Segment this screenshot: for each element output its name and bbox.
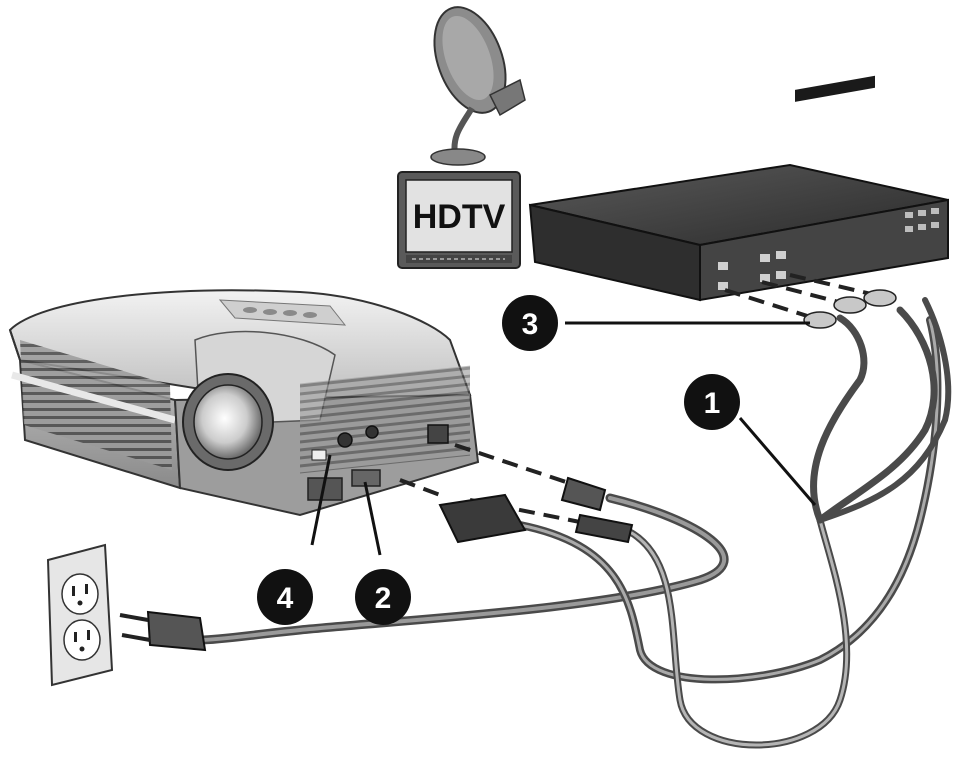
callout-2: 2 bbox=[355, 569, 411, 625]
audio-plug-connector bbox=[574, 513, 634, 544]
connection-dashes bbox=[399, 273, 881, 524]
cables bbox=[195, 297, 952, 749]
connectors bbox=[438, 289, 897, 544]
callout-4-label: 4 bbox=[277, 582, 294, 615]
source-device-box bbox=[528, 75, 949, 302]
callout-2-label: 2 bbox=[375, 582, 392, 615]
callout-1-label: 1 bbox=[704, 387, 721, 420]
power-inlet bbox=[427, 424, 449, 444]
callout-4: 4 bbox=[257, 569, 313, 625]
hdtv-set: HDTV bbox=[397, 171, 521, 269]
leader-lines bbox=[310, 321, 817, 556]
power-plug-connector bbox=[560, 476, 607, 512]
satellite-dish-icon bbox=[430, 6, 526, 166]
power-plug-icon bbox=[119, 610, 207, 652]
wall-outlet bbox=[46, 543, 114, 687]
vga-connector bbox=[438, 493, 527, 544]
component-plugs bbox=[803, 289, 897, 329]
callout-3-label: 3 bbox=[522, 308, 539, 341]
audio-jack bbox=[337, 432, 353, 448]
callout-1: 1 bbox=[684, 374, 740, 430]
callout-3: 3 bbox=[502, 295, 558, 351]
hdtv-screen-label: HDTV bbox=[413, 198, 506, 236]
projector bbox=[8, 289, 480, 517]
